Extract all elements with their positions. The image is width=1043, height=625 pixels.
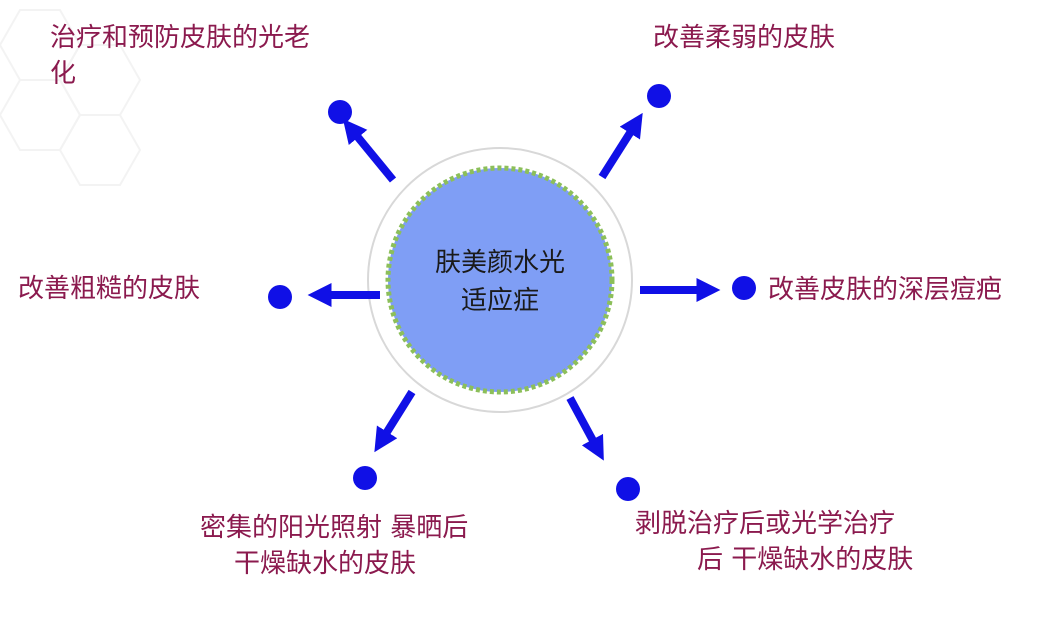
label-bottom-right: 剥脱治疗后或光学治疗 后 干燥缺水的皮肤 (635, 506, 913, 578)
label-top-left-line2: 化 (50, 59, 77, 89)
label-right-line1: 改善皮肤的深层痘疤 (768, 275, 1003, 305)
center-circle (385, 165, 615, 395)
dot-bottom-right (616, 477, 640, 501)
label-right: 改善皮肤的深层痘疤 (768, 272, 1002, 308)
arrow-bottom-right (566, 396, 604, 461)
center-title-line2: 适应症 (460, 286, 539, 316)
dot-top-right (647, 84, 671, 108)
label-bottom-left: 密集的阳光照射 暴晒后 干燥缺水的皮肤 (200, 510, 468, 582)
arrow-top-left (342, 118, 397, 183)
center-node (367, 147, 633, 413)
label-bottom-right-line2: 后 干燥缺水的皮肤 (697, 545, 914, 575)
dot-right (732, 276, 756, 300)
dot-bottom-left (353, 466, 377, 490)
label-top-left-line1: 治疗和预防皮肤的光老 (50, 23, 311, 53)
arrow-top-right (598, 112, 643, 180)
label-top-right-line1: 改善柔弱的皮肤 (653, 23, 836, 53)
center-title: 肤美颜水光 适应症 (400, 244, 600, 320)
label-left: 改善粗糙的皮肤 (18, 271, 200, 307)
label-bottom-left-line1: 密集的阳光照射 暴晒后 (200, 513, 469, 543)
background-hexagon-pattern (0, 9, 142, 186)
label-bottom-left-line2: 干燥缺水的皮肤 (234, 549, 417, 579)
label-top-left: 治疗和预防皮肤的光老 化 (50, 20, 310, 92)
label-left-line1: 改善粗糙的皮肤 (18, 274, 201, 304)
dot-top-left (328, 100, 352, 124)
label-bottom-right-line1: 剥脱治疗后或光学治疗 (635, 509, 896, 539)
dot-left (268, 285, 292, 309)
center-title-line1: 肤美颜水光 (434, 248, 565, 278)
arrow-bottom-left (374, 389, 416, 453)
label-top-right: 改善柔弱的皮肤 (653, 20, 835, 56)
